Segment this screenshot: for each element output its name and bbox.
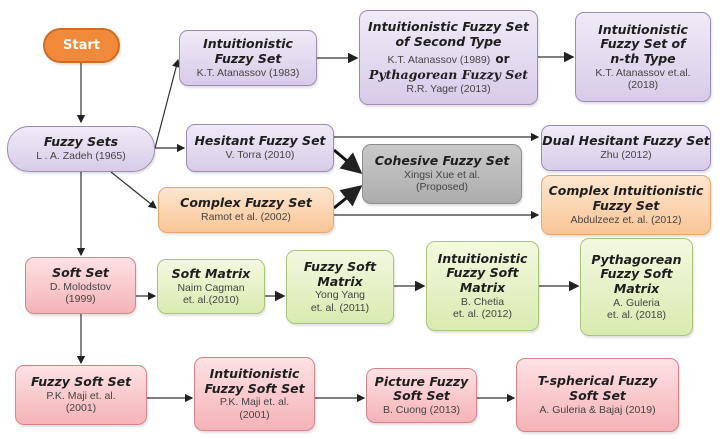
intuitionistic-fuzzy-soft-matrix-node: Intuitionistic Fuzzy Soft Matrix B. Chet… [426, 241, 539, 331]
cohesive-status: (Proposed) [416, 181, 468, 194]
fuzzy-soft-matrix-node: Fuzzy Soft Matrix Yong Yang et. al. (201… [286, 250, 394, 324]
fuzzy-sets-node: Fuzzy Sets L . A. Zadeh (1965) [7, 126, 155, 172]
ifsm-author: B. Chetia [460, 295, 505, 308]
ifs2-author-1: K.T. Atanassov (1989) [387, 54, 491, 67]
edge-fuzzy-sets-cfs [110, 171, 157, 209]
complex-intuitionistic-fuzzy-set-node: Complex Intuitionistic Fuzzy Set Abdulze… [541, 175, 711, 235]
soft-matrix-node: Soft Matrix Naim Cagman et. al.(2010) [157, 259, 265, 314]
soft-matrix-author: Naim Cagman [177, 281, 245, 294]
pfsm-year: et. al. (2018) [607, 309, 666, 322]
ifss-author: P.K. Maji et. al. [219, 396, 290, 409]
tsfss-author: A. Guleria & Bajaj (2019) [539, 403, 656, 416]
ifs2-title-3: Pythagorean Fuzzy Set [368, 67, 529, 83]
cfs-author: Ramot et al. (2002) [201, 211, 291, 224]
ifs2-title-1: Intuitionistic Fuzzy Set [368, 18, 529, 34]
ifsm-title-1: Intuitionistic [437, 250, 528, 266]
start-node: Start [43, 28, 120, 63]
ifs-title-2: Fuzzy Set [214, 50, 282, 66]
cfs-title: Complex Fuzzy Set [180, 195, 312, 211]
intuitionistic-fuzzy-set-node: Intuitionistic Fuzzy Set K.T. Atanassov … [179, 30, 317, 86]
fsm-title-2: Matrix [317, 273, 363, 289]
soft-set-author: D. Molodstov [49, 280, 112, 293]
start-label: Start [63, 37, 100, 53]
pfsm-title-1: Pythagorean [591, 251, 682, 267]
fsm-title-1: Fuzzy Soft [303, 258, 377, 274]
ifsn-title-1: Intuitionistic [598, 21, 688, 37]
complex-fuzzy-set-node: Complex Fuzzy Set Ramot et al. (2002) [158, 187, 334, 233]
dual-hesitant-fuzzy-set-node: Dual Hesitant Fuzzy Set Zhu (2012) [541, 125, 711, 171]
pfsm-title-3: Matrix [613, 281, 660, 296]
hfs-author: V. Torra (2010) [225, 149, 295, 162]
pfsm-title-2: Fuzzy Soft [600, 266, 673, 282]
dhfs-title: Dual Hesitant Fuzzy Set [542, 133, 710, 149]
fuzzy-soft-set-node: Fuzzy Soft Set P.K. Maji et. al. (2001) [15, 365, 147, 425]
ifss-title-1: Intuitionistic [209, 365, 300, 381]
cohesive-fuzzy-set-node: Cohesive Fuzzy Set Xingsi Xue et al. (Pr… [362, 144, 522, 204]
ifs2-author-line: K.T. Atanassov (1989) or [388, 49, 510, 68]
ifsn-author-1: K.T. Atanassov et.al. [595, 66, 691, 79]
ifss-year: (2001) [239, 408, 270, 421]
ifs2-author-2: R.R. Yager (2013) [406, 82, 491, 95]
ifs-second-type-node: Intuitionistic Fuzzy Set of Second Type … [359, 10, 538, 105]
ifss-title-2: Fuzzy Soft Set [204, 380, 305, 396]
edge-cfs-cohesive [333, 185, 363, 210]
ifsn-title-2: Fuzzy Set of [600, 36, 686, 52]
edge-hfs-cohesive [333, 148, 363, 174]
fss-author: P.K. Maji et. al. [46, 390, 116, 402]
soft-matrix-year: et. al.(2010) [182, 293, 240, 306]
tsfss-title-1: T-spherical Fuzzy [537, 373, 658, 389]
fss-title: Fuzzy Soft Set [30, 374, 132, 390]
ifsm-title-3: Matrix [459, 280, 506, 295]
fuzzy-sets-title: Fuzzy Sets [43, 134, 119, 150]
soft-set-node: Soft Set D. Molodstov (1999) [25, 257, 136, 314]
pfss-title-1: Picture Fuzzy [374, 373, 469, 389]
pfss-title-2: Soft Set [393, 388, 450, 404]
cifs-author: Abdulzeez et. al. (2012) [570, 213, 682, 226]
pfss-author: B. Cuong (2013) [382, 404, 461, 417]
fss-year: (2001) [65, 402, 97, 415]
cohesive-author: Xingsi Xue et al. [404, 169, 480, 181]
ifs-nth-type-node: Intuitionistic Fuzzy Set of n-th Type K.… [575, 12, 711, 102]
ifsm-title-2: Fuzzy Soft [446, 265, 519, 281]
edge-fuzzy-sets-ifs [154, 58, 181, 149]
ifsn-author-2: (2018) [627, 79, 659, 92]
cohesive-title: Cohesive Fuzzy Set [374, 153, 510, 169]
ifs-author: K.T. Atanassov (1983) [196, 66, 300, 79]
t-spherical-fuzzy-soft-set-node: T-spherical Fuzzy Soft Set A. Guleria & … [516, 358, 679, 432]
ifs2-title-2: of Second Type [395, 33, 502, 49]
ifsn-title-3: n-th Type [610, 51, 676, 66]
dhfs-author: Zhu (2012) [600, 149, 652, 162]
cifs-title-2: Fuzzy Set [592, 197, 660, 213]
hesitant-fuzzy-set-node: Hesitant Fuzzy Set V. Torra (2010) [186, 124, 334, 172]
soft-matrix-title: Soft Matrix [171, 265, 251, 281]
tsfss-title-2: Soft Set [569, 387, 626, 403]
fuzzy-sets-author: L . A. Zadeh (1965) [36, 150, 126, 163]
intuitionistic-fuzzy-soft-set-node: Intuitionistic Fuzzy Soft Set P.K. Maji … [194, 357, 315, 431]
soft-set-year: (1999) [65, 292, 96, 305]
ifs2-or: or [495, 52, 510, 67]
fsm-year: et. al. (2011) [310, 301, 370, 314]
pythagorean-fuzzy-soft-matrix-node: Pythagorean Fuzzy Soft Matrix A. Guleria… [580, 238, 693, 336]
pfsm-author: A. Guleria [613, 296, 660, 309]
ifsm-year: et. al. (2012) [453, 308, 512, 321]
fsm-author: Yong Yang [314, 289, 366, 302]
ifs-title-1: Intuitionistic [203, 36, 293, 52]
soft-set-title: Soft Set [52, 264, 109, 280]
cifs-title-1: Complex Intuitionistic [548, 183, 704, 199]
picture-fuzzy-soft-set-node: Picture Fuzzy Soft Set B. Cuong (2013) [366, 368, 477, 423]
hfs-title: Hesitant Fuzzy Set [194, 133, 326, 149]
